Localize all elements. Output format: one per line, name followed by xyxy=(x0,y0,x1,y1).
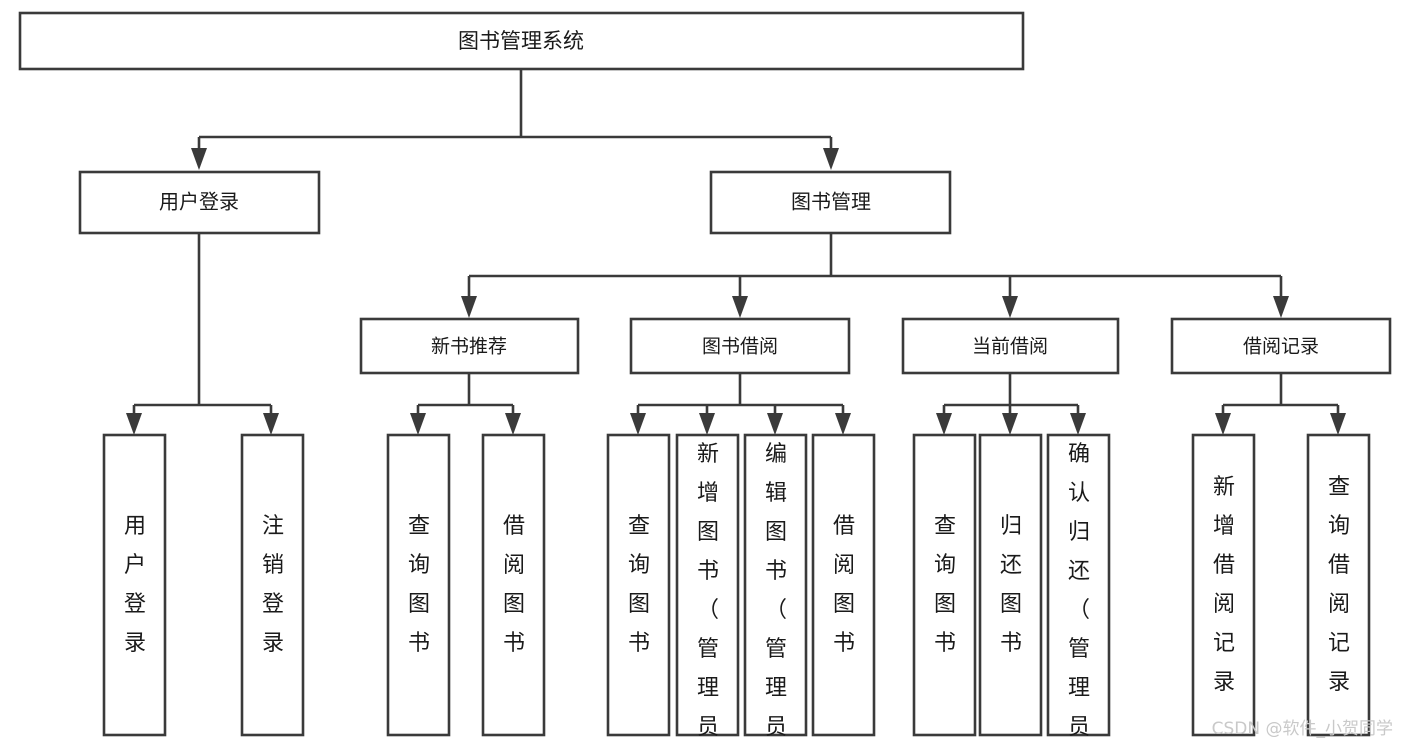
leaf-borrow-book-1-box[interactable] xyxy=(481,433,546,737)
arrow-head-icon xyxy=(1273,296,1289,318)
node-new-book-recommend[interactable]: 新书推荐 xyxy=(359,317,580,375)
arrow-head-icon xyxy=(1002,413,1018,435)
arrow-head-icon xyxy=(1215,413,1231,435)
node-borrow-record[interactable]: 借阅记录 xyxy=(1170,317,1392,375)
arrow-head-icon xyxy=(191,148,207,170)
node-root[interactable]: 图书管理系统 xyxy=(18,11,1025,71)
arrow-head-icon xyxy=(835,413,851,435)
leaf-user-login-label: 用户登录 xyxy=(124,514,146,656)
arrow-head-icon xyxy=(732,296,748,318)
leaf-node-user-logout[interactable]: 注销登录 xyxy=(240,433,305,737)
arrow-head-icon xyxy=(699,413,715,435)
arrow-head-icon xyxy=(126,413,142,435)
leaf-query-book-2-label: 查询图书 xyxy=(628,514,650,656)
leaf-node-add-book[interactable]: 新增图书（管理员） xyxy=(675,433,740,747)
leaf-edit-book-label: 编辑图书（管理员） xyxy=(765,442,787,747)
leaf-query-book-1-label: 查询图书 xyxy=(408,514,430,656)
book-management-label: 图书管理 xyxy=(791,190,871,214)
arrow-head-icon xyxy=(630,413,646,435)
leaf-add-record-box[interactable] xyxy=(1191,433,1256,737)
leaf-node-user-login[interactable]: 用户登录 xyxy=(102,433,167,737)
node-user-login[interactable]: 用户登录 xyxy=(78,170,321,235)
arrow-head-icon xyxy=(410,413,426,435)
connector-borrow-record-to-leaves xyxy=(1215,373,1346,435)
leaf-edit-book-box[interactable] xyxy=(743,433,808,737)
leaf-node-query-record[interactable]: 查询借阅记录 xyxy=(1306,433,1371,737)
connector-current-borrow-to-leaves xyxy=(936,373,1086,435)
arrow-head-icon xyxy=(1002,296,1018,318)
leaf-query-book-1-box[interactable] xyxy=(386,433,451,737)
leaf-user-login-box[interactable] xyxy=(102,433,167,737)
leaf-node-borrow-book-2[interactable]: 借阅图书 xyxy=(811,433,876,737)
leaf-node-edit-book[interactable]: 编辑图书（管理员） xyxy=(743,433,808,747)
arrow-head-icon xyxy=(936,413,952,435)
connector-book-management-to-level3 xyxy=(461,233,1289,318)
leaf-node-add-record[interactable]: 新增借阅记录 xyxy=(1191,433,1256,737)
leaf-add-book-label: 新增图书（管理员） xyxy=(697,442,719,747)
leaf-node-query-book-2[interactable]: 查询图书 xyxy=(606,433,671,737)
leaf-query-record-box[interactable] xyxy=(1306,433,1371,737)
root-label: 图书管理系统 xyxy=(458,29,584,53)
leaf-query-book-3-box[interactable] xyxy=(912,433,977,737)
current-borrow-box[interactable] xyxy=(901,317,1120,375)
leaf-confirm-return-label: 确认归还（管理员） xyxy=(1068,442,1090,747)
leaf-query-record-label: 查询借阅记录 xyxy=(1328,475,1350,695)
new-book-recommend-label: 新书推荐 xyxy=(431,336,507,358)
book-borrow-label: 图书借阅 xyxy=(702,336,778,358)
arrow-head-icon xyxy=(1330,413,1346,435)
leaf-borrow-book-2-box[interactable] xyxy=(811,433,876,737)
arrow-head-icon xyxy=(1070,413,1086,435)
leaf-node-borrow-book-1[interactable]: 借阅图书 xyxy=(481,433,546,737)
leaf-node-return-book[interactable]: 归还图书 xyxy=(978,433,1043,737)
leaf-add-book-box[interactable] xyxy=(675,433,740,737)
borrow-record-label: 借阅记录 xyxy=(1243,336,1319,358)
node-book-borrow[interactable]: 图书借阅 xyxy=(629,317,851,375)
leaf-node-query-book-3[interactable]: 查询图书 xyxy=(912,433,977,737)
leaf-borrow-book-2-label: 借阅图书 xyxy=(833,514,855,656)
user-login-label: 用户登录 xyxy=(159,190,239,214)
leaf-node-confirm-return[interactable]: 确认归还（管理员） xyxy=(1046,433,1111,747)
node-book-management[interactable]: 图书管理 xyxy=(709,170,952,235)
leaf-query-book-3-label: 查询图书 xyxy=(934,514,956,656)
leaf-return-book-box[interactable] xyxy=(978,433,1043,737)
current-borrow-label: 当前借阅 xyxy=(972,336,1048,358)
connector-user-login-to-leaves xyxy=(126,233,279,435)
arrow-head-icon xyxy=(263,413,279,435)
user-login-box[interactable] xyxy=(78,170,321,235)
leaf-confirm-return-box[interactable] xyxy=(1046,433,1111,737)
leaf-query-book-2-box[interactable] xyxy=(606,433,671,737)
arrow-head-icon xyxy=(767,413,783,435)
connector-new-book-recommend-to-leaves xyxy=(410,373,521,435)
connector-book-borrow-to-leaves xyxy=(630,373,851,435)
leaf-return-book-label: 归还图书 xyxy=(1000,514,1022,656)
leaf-node-query-book-1[interactable]: 查询图书 xyxy=(386,433,451,737)
arrow-head-icon xyxy=(505,413,521,435)
arrow-head-icon xyxy=(461,296,477,318)
node-current-borrow[interactable]: 当前借阅 xyxy=(901,317,1120,375)
leaf-user-logout-box[interactable] xyxy=(240,433,305,737)
new-book-recommend-box[interactable] xyxy=(359,317,580,375)
root-box[interactable] xyxy=(18,11,1025,71)
leaf-borrow-book-1-label: 借阅图书 xyxy=(503,514,525,656)
leaf-add-record-label: 新增借阅记录 xyxy=(1213,475,1235,695)
connector-root-to-level2 xyxy=(191,69,839,170)
leaf-user-logout-label: 注销登录 xyxy=(262,514,284,656)
arrow-head-icon xyxy=(823,148,839,170)
